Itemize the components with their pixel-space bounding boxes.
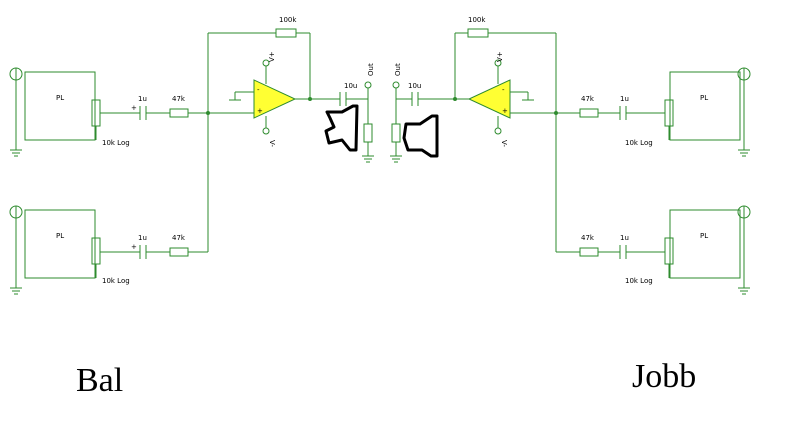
left-load-resistor [363,123,373,143]
left-bottom-resistor [169,247,189,257]
right-channel: PL 10k Log 1u 47k PL 10k Log [390,16,751,295]
left-feedback-value: 100k [279,16,297,24]
left-top-pot-box [24,71,96,141]
left-supply-pos: V+ [268,51,276,62]
left-top-res-value: 47k [172,95,186,103]
right-supply-neg: V- [500,140,508,147]
left-supply-neg: V- [268,140,276,147]
left-bottom-pot [91,237,101,265]
junction-dot [453,97,457,101]
right-bottom-pot-box [669,209,741,279]
right-top-resistor [579,108,599,118]
left-speaker-icon [324,104,359,152]
left-top-pot-value: 10k Log [102,139,130,147]
svg-text:+: + [502,107,508,115]
right-bottom-pot [664,237,674,265]
left-input-bottom: PL 10k Log + 1u 47k [9,113,209,295]
svg-text:-: - [257,86,260,94]
right-opamp [467,79,511,119]
left-feedback-resistor [275,28,297,38]
right-top-cap-value: 1u [620,95,629,103]
right-input-bottom: PL 10k Log 1u 47k [555,113,751,295]
junction-dot [308,97,312,101]
left-output-cap-value: 10u [344,82,357,90]
left-top-resistor [169,108,189,118]
left-bottom-pot-box-label: PL [56,232,64,240]
svg-text:+: + [257,107,263,115]
right-output-label: Out [394,63,402,76]
right-output-cap-value: 10u [408,82,421,90]
right-channel-caption: Jobb [632,358,697,395]
left-input-top: PL 10k Log + 1u 47k [9,67,208,157]
right-bottom-pot-box-label: PL [700,232,708,240]
right-top-res-value: 47k [581,95,595,103]
left-top-pot [91,99,101,127]
left-opamp [253,79,297,119]
right-bottom-cap-value: 1u [620,234,629,242]
right-feedback-resistor [467,28,489,38]
svg-text:-: - [502,86,505,94]
left-channel-caption: Bal [76,362,124,399]
right-top-pot-box [669,71,741,141]
left-top-cap-value: 1u [138,95,147,103]
right-supply-pos: V+ [496,51,504,62]
right-bottom-resistor [579,247,599,257]
left-output-label: Out [367,63,375,76]
right-bottom-pot-value: 10k Log [625,277,653,285]
right-bottom-res-value: 47k [581,234,595,242]
left-bottom-pot-value: 10k Log [102,277,130,285]
right-feedback-value: 100k [468,16,486,24]
left-bottom-pot-box [24,209,96,279]
left-channel: PL 10k Log + 1u 47k PL 10k Log [9,16,375,295]
right-input-top: PL 10k Log 1u 47k [556,67,751,157]
svg-text:+: + [131,243,137,251]
right-top-pot [664,99,674,127]
left-top-pot-box-label: PL [56,94,64,102]
right-load-resistor [391,123,401,143]
right-top-pot-value: 10k Log [625,139,653,147]
left-bottom-cap-value: 1u [138,234,147,242]
right-top-pot-box-label: PL [700,94,708,102]
right-speaker-icon [402,114,439,158]
svg-text:+: + [131,104,137,112]
left-bottom-res-value: 47k [172,234,186,242]
